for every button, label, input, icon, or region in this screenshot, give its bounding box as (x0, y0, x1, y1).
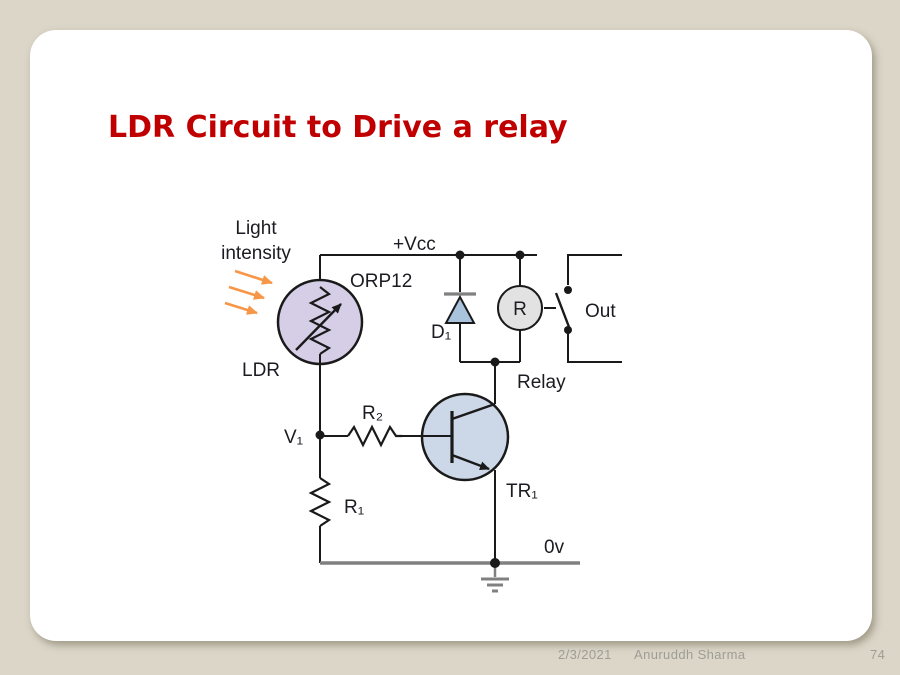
footer-author: Anuruddh Sharma (634, 647, 746, 662)
label-light-line1: Light (235, 218, 277, 239)
label-zero-volt: 0v (544, 537, 565, 558)
resistor-r1 (308, 477, 332, 563)
switch-contact-bottom (564, 326, 572, 334)
resistor-r2 (320, 424, 452, 448)
label-v1: V₁ (284, 427, 303, 448)
footer-page-number: 74 (870, 647, 886, 662)
label-d1: D₁ (431, 322, 451, 343)
ldr-resistor-symbol (295, 286, 342, 363)
label-orp12: ORP12 (350, 271, 412, 292)
label-vcc: +Vcc (393, 234, 436, 255)
diode-symbol (444, 292, 476, 362)
label-relay: Relay (517, 372, 566, 393)
footer-date: 2/3/2021 (558, 647, 612, 662)
label-r2: R₂ (362, 403, 383, 424)
switch-symbol (554, 254, 622, 363)
relay-bottom-wiring (460, 330, 521, 363)
slide-title: LDR Circuit to Drive a relay (108, 110, 568, 145)
label-tr1: TR₁ (506, 481, 538, 502)
label-r1: R₁ (344, 497, 364, 518)
switch-contact-top (564, 286, 572, 294)
vcc-rail (319, 254, 537, 292)
label-out: Out (585, 301, 616, 322)
label-ldr: LDR (242, 360, 280, 381)
slide: LDR Circuit to Drive a relay 2/3/2021 An… (30, 30, 885, 662)
light-arrows (224, 269, 273, 315)
label-relay-r: R (513, 299, 527, 320)
junction-dots (315, 250, 525, 568)
ldr-body (276, 278, 364, 366)
label-light-line2: intensity (221, 243, 291, 264)
transistor-symbol (450, 362, 496, 563)
